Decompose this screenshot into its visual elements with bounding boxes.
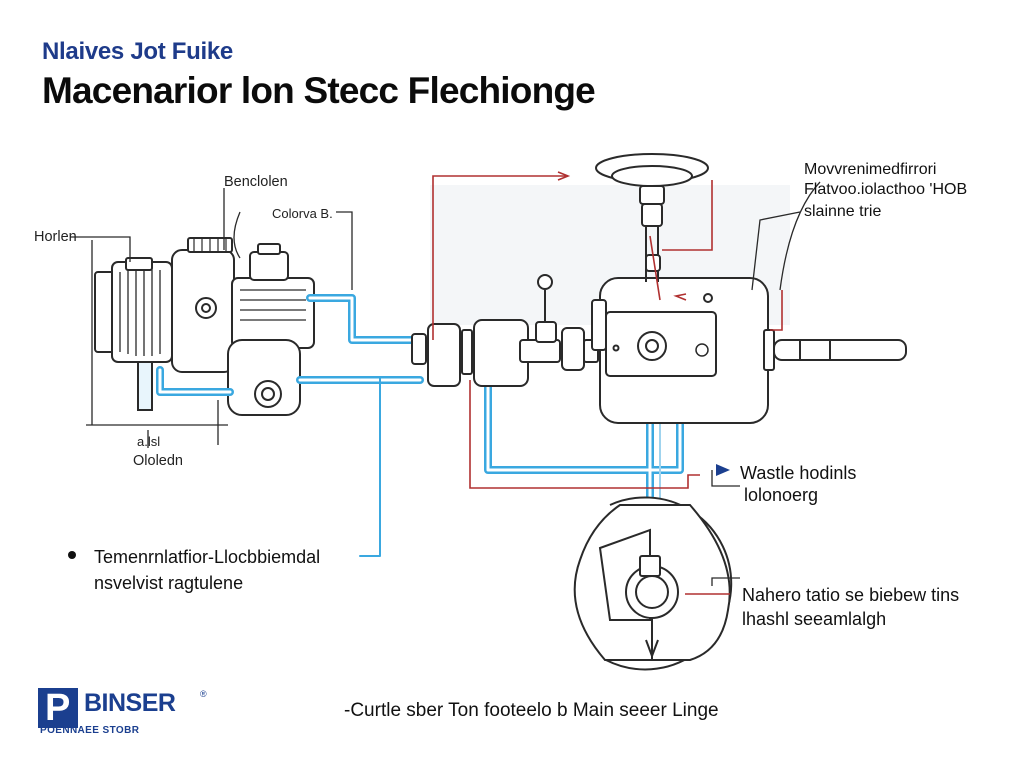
bullet-dot — [68, 551, 76, 559]
diagram-title: Macenarior lon Stecc Flechionge — [42, 70, 596, 111]
label-nahero-line1: Nahero tatio se biebew tins — [742, 585, 960, 605]
label-bullet-line2: nsvelvist ragtulene — [94, 573, 244, 593]
label-bullet-line1: Temenrnlatfior-Llocbbiemdal — [94, 547, 321, 567]
label-mover-line2: Flatvoo.iolacthoo 'HOB — [804, 181, 968, 198]
label-ololedn-top: a.lsl — [137, 434, 161, 449]
bottom-tank — [573, 496, 733, 671]
brand-logo-name: BINSER — [84, 689, 176, 717]
flow-arrow — [716, 464, 730, 476]
leader-lines — [432, 171, 783, 595]
label-nahero-line2: lhashl seeamlalgh — [742, 609, 887, 629]
diagram-caption: -Curtle sber Ton footeelo b Main seeer L… — [344, 700, 719, 721]
brand-logo-mark: P — [38, 688, 78, 728]
label-waste-line1: Wastle hodinls — [740, 463, 857, 483]
handwheel-spindle — [595, 153, 709, 282]
right-housing — [591, 277, 907, 424]
diagram-subtitle: Nlaives Jot Fuike — [42, 38, 233, 65]
label-waste-line2: lolonoerg — [744, 485, 819, 505]
label-benclolen: Benclolen — [224, 174, 288, 190]
label-colorvab: Colorva B. — [272, 206, 333, 221]
brand-logo-letter: P — [45, 687, 71, 729]
label-mover-line3: slainne trie — [804, 203, 882, 220]
label-horlen: Horlen — [34, 229, 77, 245]
label-mover-line1: Movvrenimedfirrori — [804, 161, 937, 178]
brand-registered-mark: ® — [200, 689, 207, 699]
left-motor-assembly — [94, 237, 315, 416]
label-ololedn: Ololedn — [133, 453, 183, 469]
callout-lines — [70, 181, 821, 586]
brand-tagline: POENNAEE STOBR — [40, 725, 140, 736]
